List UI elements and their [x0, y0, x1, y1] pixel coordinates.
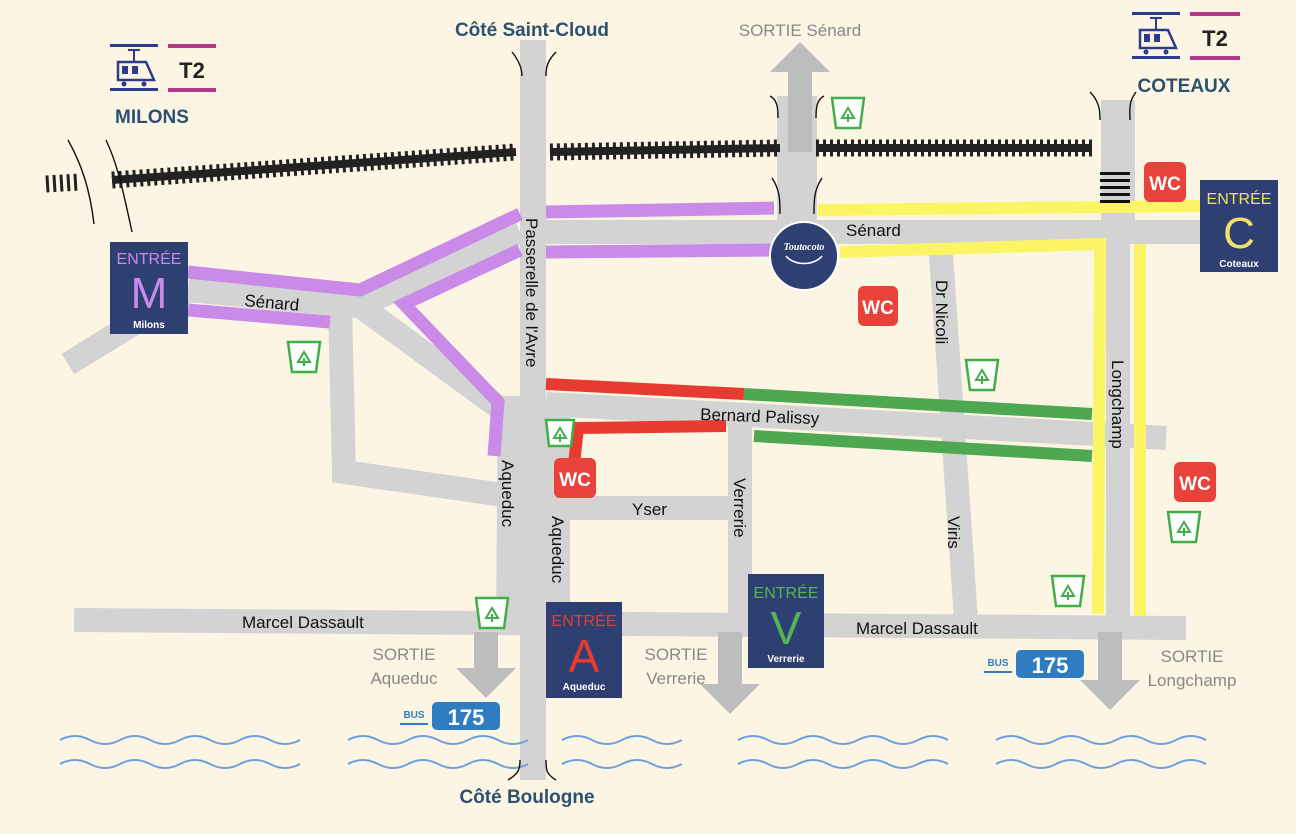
svg-text:M: M	[131, 269, 168, 318]
tram-icon	[110, 44, 158, 91]
svg-text:A: A	[569, 630, 600, 682]
side-title-bottom: Côté Boulogne	[459, 787, 594, 808]
bus-icon: BUS	[984, 658, 1012, 673]
exit-arrow-icon	[770, 42, 830, 152]
tram-stop-milons[interactable]: T2 MILONS	[110, 44, 216, 128]
exit-arrow-icon	[700, 632, 760, 714]
street-label-senard-right: Sénard	[846, 221, 901, 240]
street-label-aqueduc-left: Aqueduc	[498, 460, 517, 528]
recycle-bin-icon	[286, 340, 322, 374]
bus-stop-aqueduc[interactable]: BUS 175	[400, 702, 500, 730]
exit-arrow-icon	[456, 632, 516, 698]
wc-icon: WC	[1144, 162, 1186, 202]
svg-text:WC: WC	[1149, 174, 1181, 195]
street-label-bernard-palissy: Bernard Palissy	[700, 405, 820, 428]
river-seine	[59, 735, 1207, 769]
street-label-passerelle: Passerelle de l'Avre	[522, 218, 541, 367]
svg-text:WC: WC	[862, 298, 894, 319]
recycle-bin-icon	[830, 96, 866, 130]
tram-line-badge: T2	[168, 44, 216, 92]
wc-icon: WC	[1174, 462, 1216, 502]
route-yellow	[817, 200, 1201, 616]
svg-text:ENTRÉE: ENTRÉE	[552, 611, 617, 630]
wc-icon: WC	[554, 458, 596, 498]
route-red	[545, 378, 745, 465]
bus-stop-longchamp[interactable]: BUS 175	[984, 650, 1084, 678]
route-purple	[187, 201, 775, 457]
recycle-bin-icon	[1166, 510, 1202, 544]
street-label-yser: Yser	[632, 500, 667, 519]
tram-stop-coteaux[interactable]: T2 COTEAUX	[1132, 12, 1240, 97]
svg-text:WC: WC	[559, 470, 591, 491]
bus-line-number: 175	[448, 705, 485, 730]
entrance-c[interactable]: ENTRÉE C Coteaux	[1200, 180, 1278, 272]
street-label-marcel-left: Marcel Dassault	[242, 613, 364, 632]
exit-label-verrerie-line2: Verrerie	[646, 669, 706, 688]
svg-text:V: V	[771, 602, 802, 654]
entrance-a[interactable]: ENTRÉE A Aqueduc	[546, 602, 622, 698]
svg-text:T2: T2	[179, 58, 205, 83]
svg-text:ENTRÉE: ENTRÉE	[1207, 189, 1272, 208]
wc-icon: WC	[858, 286, 898, 326]
recycle-bin-icon	[964, 358, 1000, 392]
exit-label-longchamp-line1: SORTIE	[1161, 647, 1224, 666]
svg-text:BUS: BUS	[403, 710, 424, 721]
bridge-edges	[67, 51, 1137, 781]
bus-line-number: 175	[1032, 653, 1069, 678]
tram-stop-name: MILONS	[115, 107, 189, 128]
exit-label-longchamp-line2: Longchamp	[1148, 671, 1237, 690]
svg-text:Verrerie: Verrerie	[767, 654, 805, 665]
bus-line-badge	[432, 702, 500, 730]
street-label-senard-left: Sénard	[244, 291, 300, 315]
recycle-bin-icon	[544, 418, 576, 448]
svg-text:ENTRÉE: ENTRÉE	[754, 583, 819, 602]
svg-text:Milons: Milons	[133, 320, 165, 331]
street-label-verrerie: Verrerie	[730, 478, 749, 538]
exit-label-aqueduc-line2: Aqueduc	[370, 669, 438, 688]
exit-label-aqueduc-line1: SORTIE	[373, 645, 436, 664]
recycle-bin-icon	[1050, 574, 1086, 608]
side-title-top: Côté Saint-Cloud	[455, 20, 609, 41]
svg-text:Coteaux: Coteaux	[1219, 259, 1259, 270]
entrance-m[interactable]: ENTRÉE M Milons	[110, 242, 188, 334]
street-label-aqueduc-right: Aqueduc	[548, 516, 567, 584]
tram-stop-name: COTEAUX	[1138, 76, 1231, 97]
exit-label-verrerie-line1: SORTIE	[645, 645, 708, 664]
svg-text:WC: WC	[1179, 474, 1211, 495]
route-green	[743, 388, 1093, 462]
recycle-bin-icon	[474, 596, 510, 630]
svg-text:C: C	[1223, 209, 1255, 258]
bus-icon: BUS	[400, 710, 428, 725]
svg-text:ENTRÉE: ENTRÉE	[117, 249, 182, 268]
entrance-v[interactable]: ENTRÉE V Verrerie	[748, 574, 824, 668]
venue-logo: Toutocoto	[769, 221, 839, 291]
svg-text:T2: T2	[1202, 26, 1228, 51]
street-label-dr-nicoli: Dr Nicoli	[932, 280, 951, 344]
exit-label-senard: SORTIE Sénard	[739, 21, 862, 40]
tram-line-badge: T2	[1190, 12, 1240, 60]
bus-line-badge	[1016, 650, 1084, 678]
svg-text:Aqueduc: Aqueduc	[563, 682, 606, 693]
street-label-viris: Viris	[944, 516, 963, 549]
svg-text:Toutocoto: Toutocoto	[784, 242, 825, 253]
street-label-longchamp: Longchamp	[1108, 360, 1127, 449]
street-label-marcel-right: Marcel Dassault	[856, 619, 978, 638]
svg-text:BUS: BUS	[987, 658, 1008, 669]
railway	[45, 139, 1130, 203]
tram-icon	[1132, 12, 1180, 59]
exit-arrow-icon	[1080, 632, 1140, 710]
